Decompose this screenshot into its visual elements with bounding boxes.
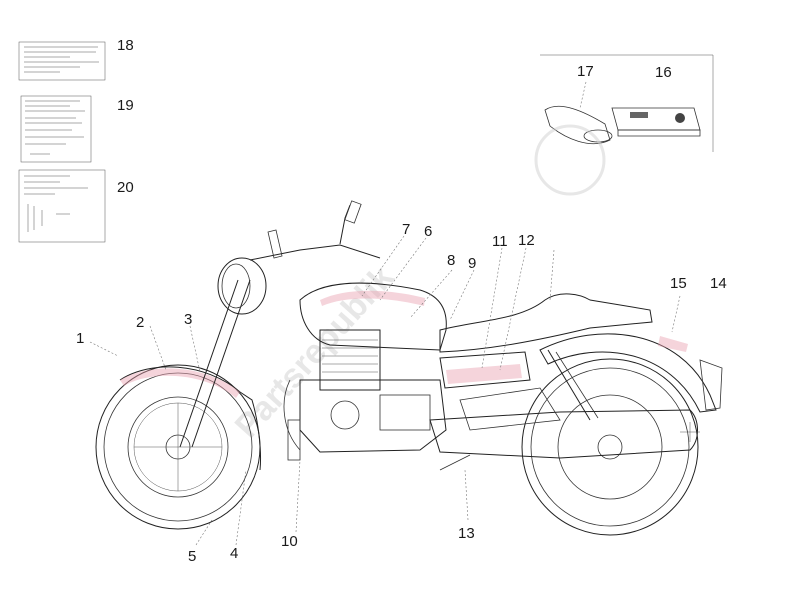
rear-wheel <box>521 358 699 536</box>
callout-8: 8 <box>447 252 455 269</box>
tool-pouch-17 <box>544 105 613 145</box>
decal-sheet-19 <box>20 95 92 163</box>
callout-15: 15 <box>670 275 687 292</box>
decal-sheet-18 <box>18 41 106 81</box>
callout-1: 1 <box>76 330 84 347</box>
rear-fender <box>539 333 717 413</box>
owner-manual-16 <box>611 107 701 137</box>
callout-12: 12 <box>518 232 535 249</box>
callout-11: 11 <box>492 233 508 250</box>
callout-4: 4 <box>230 545 238 562</box>
callout-10: 10 <box>281 533 298 550</box>
callout-20: 20 <box>117 179 134 196</box>
callout-16: 16 <box>655 64 672 81</box>
side-cover <box>439 351 531 389</box>
seat <box>439 293 653 353</box>
callout-7: 7 <box>402 221 410 238</box>
watermark-text: Partsrepublik <box>228 258 402 445</box>
motorcycle-drawing <box>95 200 723 536</box>
callout-6: 6 <box>424 223 432 240</box>
callout-14: 14 <box>710 275 727 292</box>
watermark: Partsrepublik <box>228 124 606 445</box>
front-fender <box>119 366 261 471</box>
leader-lines <box>89 81 681 546</box>
callout-18: 18 <box>117 37 134 54</box>
callout-9: 9 <box>468 255 476 272</box>
callout-2: 2 <box>136 314 144 331</box>
decal-sheet-20 <box>18 169 106 243</box>
callout-19: 19 <box>117 97 134 114</box>
callout-17: 17 <box>577 63 594 80</box>
headlight <box>217 257 267 315</box>
callout-labels: 1 2 3 4 5 6 7 8 9 10 11 12 13 14 15 16 1… <box>76 37 727 565</box>
fuel-tank <box>299 282 447 351</box>
callout-13: 13 <box>458 525 475 542</box>
callout-5: 5 <box>188 548 196 565</box>
callout-3: 3 <box>184 311 192 328</box>
exhaust <box>429 409 698 459</box>
